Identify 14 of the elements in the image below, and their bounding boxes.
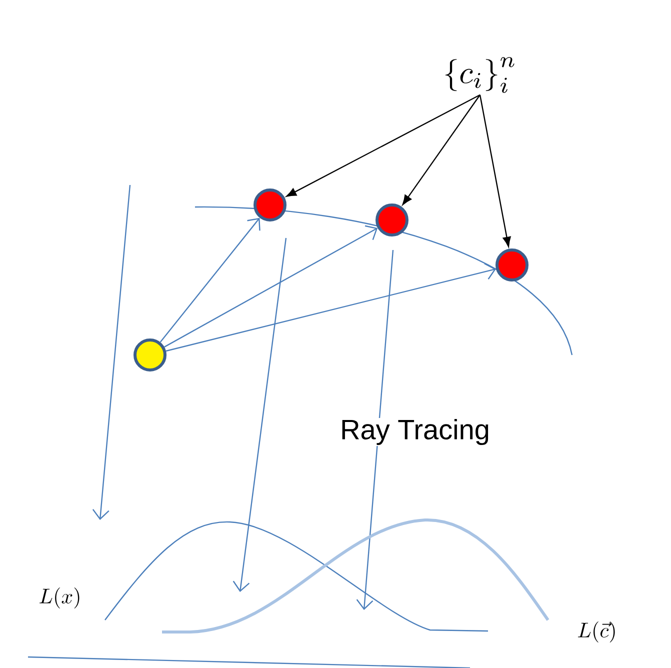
- point-marker: [376, 204, 408, 236]
- point-marker: [134, 338, 166, 372]
- arrow: [166, 263, 496, 352]
- caption-text: Ray Tracing: [339, 418, 491, 446]
- arrow: [164, 225, 378, 348]
- arrow: [160, 218, 260, 342]
- point-marker: [496, 248, 528, 282]
- arrow: [286, 94, 480, 197]
- formula-label: $\left\{c_{i}\right\}_{i}^{n}$: [445, 57, 514, 93]
- point-marker: [254, 188, 286, 222]
- arrow: [479, 94, 511, 247]
- function-label: $L(x)$: [40, 588, 80, 608]
- function-label: $L(\vec{c})$: [578, 622, 615, 642]
- arrow: [402, 94, 480, 206]
